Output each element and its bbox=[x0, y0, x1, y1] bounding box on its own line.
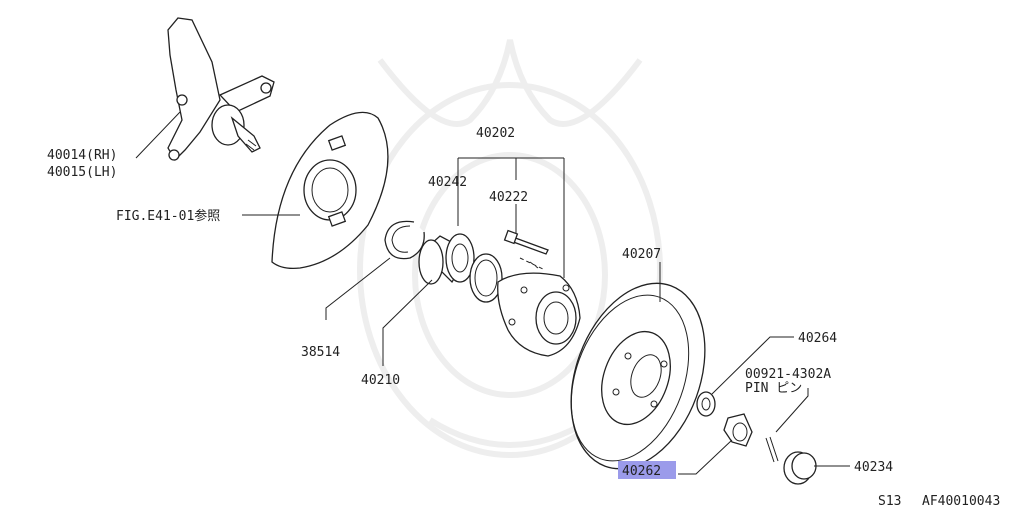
callout-hub-bolt[interactable]: 40222 bbox=[489, 190, 528, 205]
callout-hub-nut[interactable]: 40262 bbox=[622, 464, 661, 479]
callout-knuckle-rh[interactable]: 40014(RH) bbox=[47, 148, 117, 163]
grease-cap-part[interactable] bbox=[783, 451, 817, 485]
diagram-footer: S13 AF40010043 bbox=[878, 494, 1000, 509]
callout-splash-ref[interactable]: FIG.E41-01参照 bbox=[116, 208, 220, 224]
bearing-seal-part[interactable] bbox=[469, 253, 503, 303]
callout-labels: 40014(RH) 40015(LH) FIG.E41-01参照 40202 4… bbox=[47, 126, 893, 479]
steering-knuckle-part[interactable] bbox=[167, 17, 275, 162]
callout-snap-ring[interactable]: 38514 bbox=[301, 345, 340, 360]
highlight-box bbox=[618, 461, 676, 479]
leader-lines bbox=[135, 111, 850, 475]
callout-bearing-seal[interactable]: 40242 bbox=[428, 175, 467, 190]
callout-wheel-bearing[interactable]: 40210 bbox=[361, 373, 400, 388]
diagram-code: AF40010043 bbox=[922, 494, 1000, 509]
hub-bolt-part[interactable] bbox=[503, 229, 549, 271]
brake-rotor-part[interactable] bbox=[547, 265, 729, 488]
callout-brake-rotor[interactable]: 40207 bbox=[622, 247, 661, 262]
wheel-bearing-part[interactable] bbox=[418, 233, 475, 285]
callout-washer[interactable]: 40264 bbox=[798, 331, 837, 346]
washer-part[interactable] bbox=[696, 391, 716, 417]
callout-pin-code[interactable]: 00921-4302A bbox=[745, 367, 831, 382]
diagram-title: S13 bbox=[878, 494, 901, 509]
callout-grease-cap[interactable]: 40234 bbox=[854, 460, 893, 475]
cotter-pin-part[interactable] bbox=[765, 436, 779, 463]
callout-pin-label: PIN ピン bbox=[745, 381, 802, 396]
wheel-hub-part[interactable] bbox=[497, 272, 581, 357]
callout-knuckle-lh[interactable]: 40015(LH) bbox=[47, 165, 117, 180]
hub-nut-part[interactable] bbox=[723, 413, 753, 447]
splash-plate-part[interactable] bbox=[271, 111, 389, 270]
callout-hub-assy[interactable]: 40202 bbox=[476, 126, 515, 141]
